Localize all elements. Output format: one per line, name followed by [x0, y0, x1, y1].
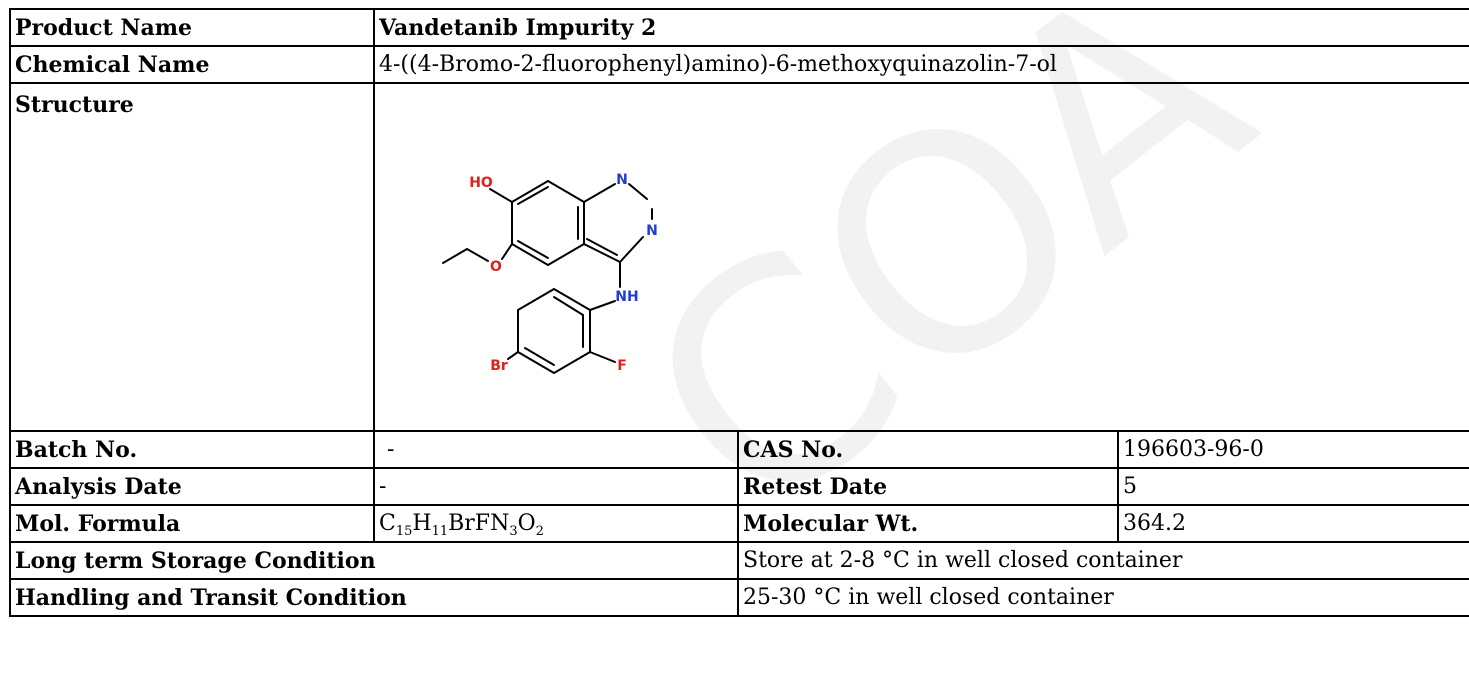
atom-fluorine: F	[617, 358, 627, 374]
row-handling: Handling and Transit Condition 25-30 °C …	[9, 578, 1469, 617]
atom-methoxy-oxygen: O	[490, 259, 502, 275]
atom-nitrogen-3: N	[646, 223, 658, 239]
handling-transit-label: Handling and Transit Condition	[9, 578, 739, 617]
retest-date-value: 5	[1117, 467, 1469, 506]
chemical-name-label: Chemical Name	[9, 45, 375, 84]
product-name-value: Vandetanib Impurity 2	[373, 8, 1469, 47]
retest-date-label: Retest Date	[737, 467, 1119, 506]
atom-hydroxyl: HO	[469, 175, 493, 191]
handling-transit-value: 25-30 °C in well closed container	[737, 578, 1469, 617]
atom-amine: NH	[615, 289, 638, 305]
analysis-date-label: Analysis Date	[9, 467, 375, 506]
row-formula-weight: Mol. Formula C15H11BrFN3O2 Molecular Wt.…	[9, 504, 1469, 543]
chemical-structure: HO N N O NH Br F	[442, 172, 658, 374]
coa-table: Product Name Vandetanib Impurity 2 Chemi…	[9, 8, 1469, 617]
mol-formula-label: Mol. Formula	[9, 504, 375, 543]
batch-no-label: Batch No.	[9, 430, 375, 469]
molecular-wt-label: Molecular Wt.	[737, 504, 1119, 543]
cas-no-label: CAS No.	[737, 430, 1119, 469]
product-name-label: Product Name	[9, 8, 375, 47]
row-storage: Long term Storage Condition Store at 2-8…	[9, 541, 1469, 580]
row-chemical-name: Chemical Name 4-((4-Bromo-2-fluorophenyl…	[9, 45, 1469, 84]
atom-bromine: Br	[490, 358, 508, 374]
atom-nitrogen-1: N	[616, 172, 628, 188]
batch-no-value: -	[373, 430, 739, 469]
row-dates: Analysis Date - Retest Date 5	[9, 467, 1469, 506]
row-structure: Structure	[9, 82, 1469, 432]
analysis-date-value: -	[373, 467, 739, 506]
structure-label: Structure	[9, 82, 375, 432]
mol-formula-value: C15H11BrFN3O2	[373, 504, 739, 543]
cas-no-value: 196603-96-0	[1117, 430, 1469, 469]
row-batch-cas: Batch No. - CAS No. 196603-96-0	[9, 430, 1469, 469]
long-term-storage-value: Store at 2-8 °C in well closed container	[737, 541, 1469, 580]
long-term-storage-label: Long term Storage Condition	[9, 541, 739, 580]
row-product-name: Product Name Vandetanib Impurity 2	[9, 8, 1469, 47]
chemical-name-value: 4-((4-Bromo-2-fluorophenyl)amino)-6-meth…	[373, 45, 1469, 84]
molecular-wt-value: 364.2	[1117, 504, 1469, 543]
structure-cell: HO N N O NH Br F	[373, 82, 1469, 432]
